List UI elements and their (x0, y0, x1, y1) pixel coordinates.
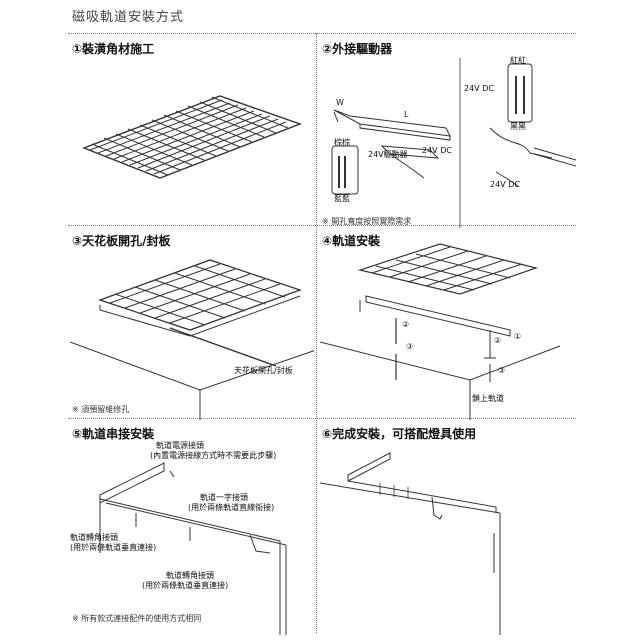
label-driver: 24V驅動器 (368, 150, 408, 159)
label-lock: 鎖上軌道 (472, 394, 504, 403)
label-blue: 藍藍 (334, 194, 350, 203)
label-step2b: ② (494, 336, 502, 345)
label-step2a: ② (402, 320, 410, 329)
label-corner-a-note: (用於兩條軌道垂直連接) (70, 543, 157, 552)
panel-title-6: ⑥完成安裝，可搭配燈具使用 (322, 427, 477, 441)
panel-title-5: ⑤軌道串接安裝 (72, 427, 155, 441)
divider-h3 (68, 418, 576, 419)
label-w: W (336, 98, 344, 107)
label-power-head-note: (內置電源接線方式時不需要此步驟) (150, 451, 277, 460)
panel-title-2: ②外接驅動器 (322, 42, 393, 56)
driver-illustration (331, 58, 576, 228)
label-power-head: 軌道電源接頭 (156, 441, 204, 450)
label-step1: ① (514, 332, 522, 341)
panel-4: ④軌道安裝 ① ② ② ③ ③ 鎖上軌道 (320, 230, 576, 420)
label-black: 黑黑 (510, 122, 526, 131)
label-corner-b: 軌道轉角接頭 (166, 571, 214, 580)
track-connect-illustration (99, 462, 287, 635)
note-2: ※ 開孔寬度按照實際需求 (322, 217, 412, 226)
note-3: ※ 須預留維修孔 (72, 405, 130, 414)
label-red: 紅紅 (510, 56, 526, 65)
panel-1: ①裝潢角材施工 (70, 38, 314, 228)
ceiling-hole-illustration (70, 259, 314, 420)
panel-5: ⑤軌道串接安裝 軌道電源接頭 (內置電源接線方式時不需要此步驟) 軌道一字接頭 … (70, 423, 314, 635)
label-dc3: 24V DC (490, 180, 520, 189)
panel-3: ③天花板開孔/封板 天花板開孔/封板 ※ 須預留維修孔 (70, 230, 314, 420)
ceiling-grid-illustration (82, 95, 303, 179)
label-dc1: 24V DC (422, 146, 452, 155)
panel-title-3: ③天花板開孔/封板 (72, 234, 171, 248)
divider-v (316, 33, 317, 633)
panel-6: ⑥完成安裝，可搭配燈具使用 (320, 423, 576, 635)
page-title: 磁吸軌道安裝方式 (72, 10, 185, 25)
label-straight-note: (用於兩條軌道直線銜接) (188, 503, 275, 512)
label-corner-a: 軌道轉角接頭 (70, 533, 118, 542)
label-straight: 軌道一字接頭 (200, 493, 248, 502)
label-step3a: ③ (406, 342, 414, 351)
label-l: L (404, 110, 409, 119)
finished-install-illustration (320, 452, 501, 635)
panel-title-4: ④軌道安裝 (322, 234, 381, 248)
divider-h2 (68, 225, 576, 226)
label-dc2: 24V DC (464, 84, 494, 93)
divider-h1 (68, 33, 576, 34)
label-corner-b-note: (用於兩條軌道垂直連接) (142, 581, 229, 590)
label-brown: 棕棕 (334, 138, 350, 147)
track-install-illustration (320, 243, 561, 420)
panel-2: ②外接驅動器 W L 24V驅動器 24V DC 24V DC 24V DC 棕… (320, 38, 576, 228)
label-hole: 天花板開孔/封板 (234, 366, 293, 375)
label-step3b: ③ (498, 366, 506, 375)
note-5: ※ 所有款式連接配件的使用方式相同 (72, 614, 202, 623)
panel-title-1: ①裝潢角材施工 (72, 42, 155, 56)
